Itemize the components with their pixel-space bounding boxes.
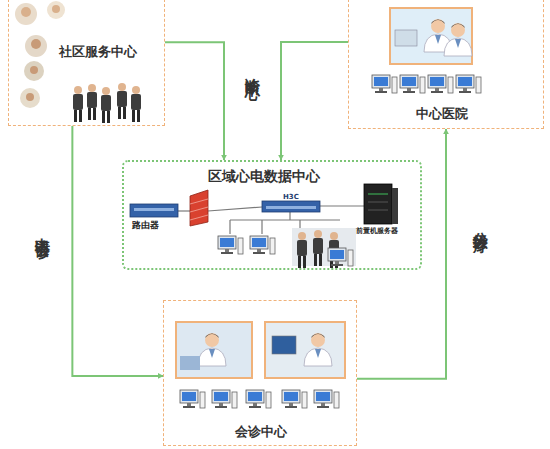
operators-photo xyxy=(292,228,356,268)
data-centre-box: 区域心电数据中心 xyxy=(122,160,422,270)
part-name: 前置机服务器 xyxy=(356,226,398,236)
router-symbol-part xyxy=(130,204,178,217)
community-photos-part xyxy=(47,1,65,19)
community-photos-part xyxy=(26,93,34,101)
firewall-symbol-part xyxy=(190,215,208,220)
hospital-photo-part xyxy=(390,8,472,64)
data-centre-computers-part xyxy=(218,236,243,254)
walking-people-part xyxy=(87,84,97,120)
hospital-photo xyxy=(390,8,472,64)
hospital-computers-part xyxy=(456,75,481,93)
walking-people-part xyxy=(117,83,127,119)
hospital-photo-part xyxy=(395,30,417,46)
community-photos xyxy=(15,1,65,108)
network-wires-part xyxy=(261,220,262,234)
flow-arrow xyxy=(72,126,163,376)
community-photos-part xyxy=(15,3,37,25)
community-photos-part xyxy=(30,66,38,74)
network-wires-part xyxy=(230,219,340,220)
hospital-box: 中心医院 xyxy=(348,0,544,129)
consultation-photos-part xyxy=(198,333,226,366)
server-symbol-part xyxy=(368,210,388,211)
firewall-symbol-part xyxy=(190,199,208,204)
server-symbol xyxy=(364,184,398,224)
server-symbol-part xyxy=(364,184,392,224)
part-name: 路由器 xyxy=(132,219,159,232)
community-photos-part xyxy=(31,39,41,49)
server-symbol-part xyxy=(392,188,398,224)
server-symbol-part xyxy=(368,194,388,195)
network-wires-part xyxy=(289,212,290,220)
switch-symbol-part xyxy=(262,201,320,212)
flow-arrow xyxy=(281,42,348,160)
consultation-photos-part xyxy=(272,336,296,354)
node-title: 社区服务中心 xyxy=(59,43,137,61)
flow-arrow xyxy=(357,129,446,379)
network-wires-part xyxy=(320,205,364,206)
data-centre-computers xyxy=(218,236,275,254)
hospital-photo-part xyxy=(444,23,472,56)
switch-symbol xyxy=(262,201,320,212)
community-photos-part xyxy=(24,61,44,81)
walking-people-part xyxy=(131,86,141,122)
router-symbol xyxy=(130,204,178,217)
switch-symbol-part xyxy=(266,206,316,209)
hospital-computers-part xyxy=(428,75,453,93)
operators-photo-part xyxy=(313,230,323,266)
router-symbol-part xyxy=(134,208,174,211)
walking-people xyxy=(73,83,141,123)
consultation-box: 会诊中心 xyxy=(163,300,357,446)
consultation-computers-part xyxy=(180,390,205,408)
hospital-computers-part xyxy=(372,75,397,93)
edge-label: 分级诊疗 xyxy=(471,220,490,228)
hospital-computers xyxy=(372,75,481,93)
consultation-photos-part xyxy=(180,356,200,370)
firewall-symbol-part xyxy=(190,190,208,226)
edge-label: 申请会诊 xyxy=(33,226,52,234)
consultation-computers-part xyxy=(282,390,307,408)
data-centre-computers-part xyxy=(250,236,275,254)
community-photos-part xyxy=(21,7,31,17)
consultation-computers xyxy=(180,390,339,408)
firewall-symbol xyxy=(190,190,208,226)
community-photos-part xyxy=(20,88,40,108)
network-wires-part xyxy=(208,207,262,211)
consultation-photos-part xyxy=(304,333,332,366)
operators-photo-part xyxy=(328,248,353,266)
firewall-symbol-part xyxy=(190,207,208,212)
consultation-computers-part xyxy=(314,390,339,408)
consultation-photos-part xyxy=(265,322,345,378)
node-title: 中心医院 xyxy=(416,105,468,123)
consultation-computers-part xyxy=(212,390,237,408)
consultation-photos-part xyxy=(176,322,252,378)
hospital-computers-part xyxy=(400,75,425,93)
community-box: 社区服务中心 xyxy=(8,0,165,126)
brand-name: H3C xyxy=(283,193,299,201)
community-photos-part xyxy=(25,35,47,57)
node-title: 区域心电数据中心 xyxy=(208,168,320,186)
flow-label: 诊断中心 xyxy=(243,66,262,74)
community-photos-part xyxy=(52,5,60,13)
operators-photo-part xyxy=(297,232,307,268)
node-title: 会诊中心 xyxy=(235,423,287,441)
network-wires-part xyxy=(229,220,230,234)
walking-people-part xyxy=(73,86,83,122)
consultation-photos xyxy=(176,322,345,378)
flow-arrow xyxy=(165,42,224,160)
consultation-computers-part xyxy=(246,390,271,408)
walking-people-part xyxy=(101,87,111,123)
server-symbol-part xyxy=(368,202,388,203)
